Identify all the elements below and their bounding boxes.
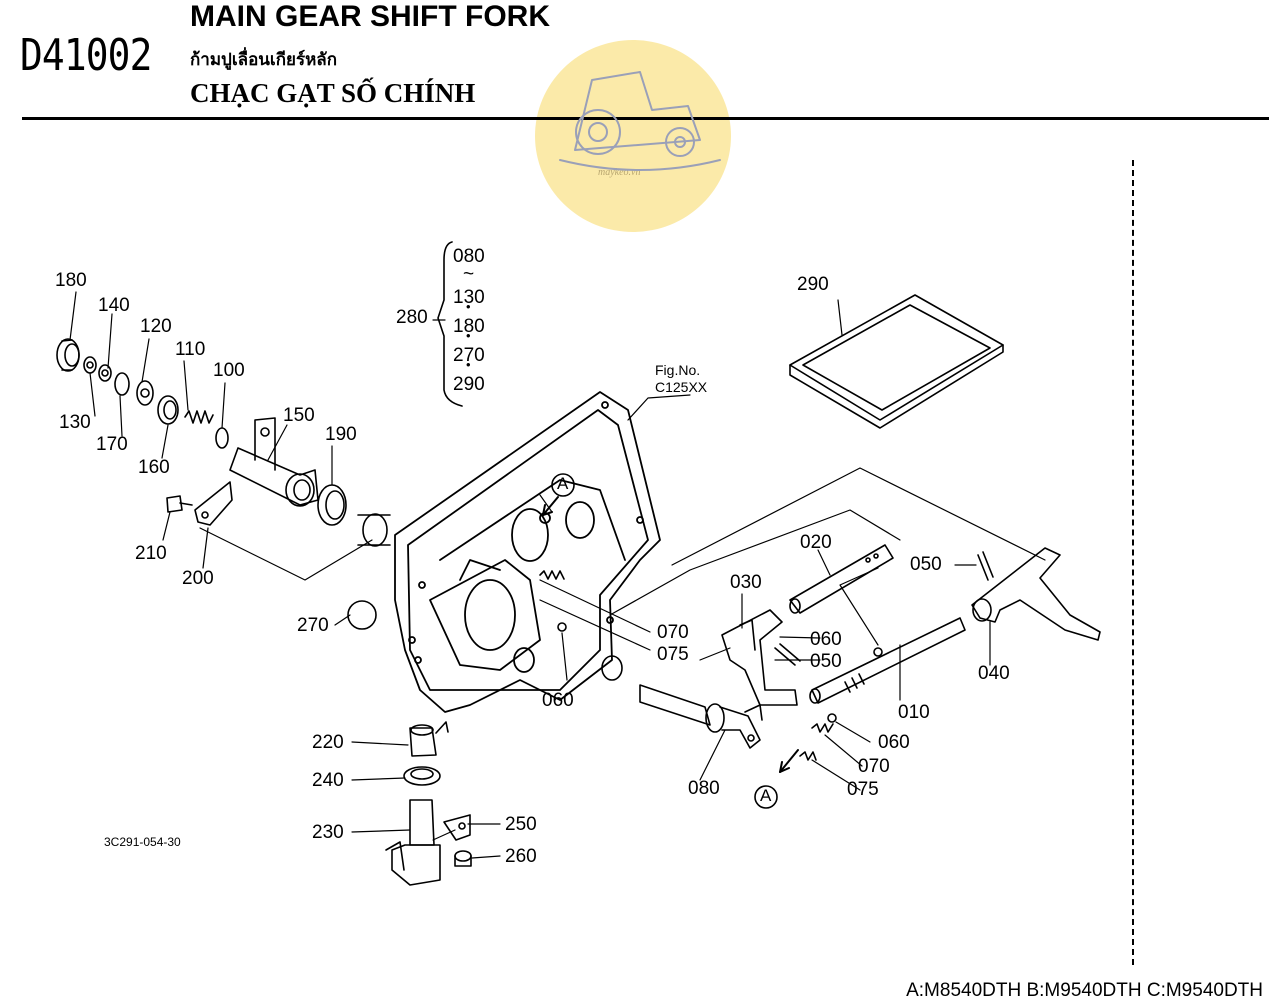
ball-060-case: [557, 622, 567, 632]
part-label-080: 080: [688, 778, 720, 799]
spring-075: [799, 751, 817, 761]
kit-item-dot3: •: [466, 357, 471, 372]
washers-130-140: [83, 356, 179, 425]
part-label-130: 130: [59, 412, 91, 433]
spring-110: [184, 410, 214, 424]
kit-item-290: 290: [453, 374, 485, 395]
arrow-a-upper: [542, 496, 559, 516]
part-label-150: 150: [283, 405, 315, 426]
kit-item-tilde: ~: [463, 264, 475, 285]
ball-060: [827, 713, 837, 723]
shift-fork-040: [971, 547, 1101, 641]
kit-item-180: 180: [453, 316, 485, 337]
bushing: [357, 513, 391, 547]
kit-item-270: 270: [453, 345, 485, 366]
part-label-290: 290: [797, 274, 829, 295]
diagram-code: D41002: [20, 30, 152, 81]
kit-item-130: 130: [453, 287, 485, 308]
part-label-230: 230: [312, 822, 344, 843]
part-label-075: 075: [847, 779, 879, 800]
model-footer: A:M8540DTH B:M9540DTH C:M9540DTH: [906, 980, 1263, 1001]
bolt-260: [454, 850, 472, 867]
title-english: MAIN GEAR SHIFT FORK: [190, 0, 550, 33]
spring-070: [811, 723, 834, 733]
part-label-180: 180: [55, 270, 87, 291]
header-rule: [22, 117, 1269, 120]
shaft-230: [385, 799, 441, 886]
washer-100: [215, 427, 229, 449]
part-label-120: 120: [140, 316, 172, 337]
part-label-020: 020: [800, 532, 832, 553]
part-label-010: 010: [898, 702, 930, 723]
part-label-070: 070: [858, 756, 890, 777]
seal-240: [403, 766, 441, 786]
shift-fork-030: [721, 609, 798, 706]
part-label-075-case: 075: [657, 644, 689, 665]
bracket-200: [194, 481, 233, 526]
housing-150: [229, 417, 319, 507]
leader-lines: [69, 291, 1046, 859]
part-label-260: 260: [505, 846, 537, 867]
spring-070-case: [539, 570, 565, 580]
part-label-200: 200: [182, 568, 214, 589]
part-label-060: 060: [878, 732, 910, 753]
ball-060-upper: [873, 647, 883, 657]
kit-item-dot1: •: [466, 299, 471, 314]
bolt-210: [166, 495, 193, 513]
shaft-010: [809, 617, 966, 704]
plate-250: [443, 814, 471, 841]
kit-bracket: [437, 241, 463, 407]
drawing-number: 3C291-054-30: [104, 835, 181, 849]
seal-190: [317, 484, 347, 526]
gear-220: [409, 721, 449, 757]
callout-a-upper: A: [557, 474, 569, 493]
part-label-240: 240: [312, 770, 344, 791]
part-label-250: 250: [505, 814, 537, 835]
manual-290: [789, 294, 1004, 429]
kit-item-080: 080: [453, 246, 485, 267]
figure-ref-line2: C125XX: [655, 379, 708, 395]
part-label-050: 050: [810, 651, 842, 672]
part-label-170: 170: [96, 434, 128, 455]
tractor-icon: [559, 71, 721, 171]
seal-ring-180: [56, 338, 80, 372]
part-label-140: 140: [98, 295, 130, 316]
part-label-160: 160: [138, 457, 170, 478]
part-label-280: 280: [396, 307, 428, 328]
bushing-080: [601, 655, 623, 681]
callout-a-upper-circle: [551, 473, 575, 497]
title-thai: ก้ามปูเลื่อนเกียร์หลัก: [190, 50, 338, 70]
transmission-case: [394, 391, 661, 713]
part-label-190: 190: [325, 424, 357, 445]
title-vietnamese: CHẠC GẠT SỐ CHÍNH: [190, 78, 476, 108]
kit-item-dot2: •: [466, 328, 471, 343]
part-label-060-upper: 060: [810, 629, 842, 650]
part-label-050-top: 050: [910, 554, 942, 575]
part-label-110: 110: [175, 339, 206, 360]
part-label-040: 040: [978, 663, 1010, 684]
callout-a-lower: A: [760, 786, 772, 805]
part-label-060-case: 060: [542, 690, 574, 711]
part-label-030: 030: [730, 572, 762, 593]
part-label-100: 100: [213, 360, 245, 381]
pin-050: [774, 643, 801, 666]
part-label-270: 270: [297, 615, 329, 636]
plug-270: [347, 600, 377, 630]
figure-ref-line1: Fig.No.: [655, 362, 701, 378]
shaft-020: [789, 544, 894, 614]
arrow-a-lower: [779, 749, 799, 773]
part-label-220: 220: [312, 732, 344, 753]
pin-050-top: [977, 551, 994, 581]
callout-a-lower-circle: [754, 785, 778, 809]
watermark-text: maykeo.vn: [598, 167, 641, 178]
figure-reference: Fig.No. C125XX: [655, 362, 707, 396]
part-label-210: 210: [135, 543, 167, 564]
part-label-070-case: 070: [657, 622, 689, 643]
shaft-080: [639, 684, 763, 749]
section-divider: [1132, 160, 1134, 965]
